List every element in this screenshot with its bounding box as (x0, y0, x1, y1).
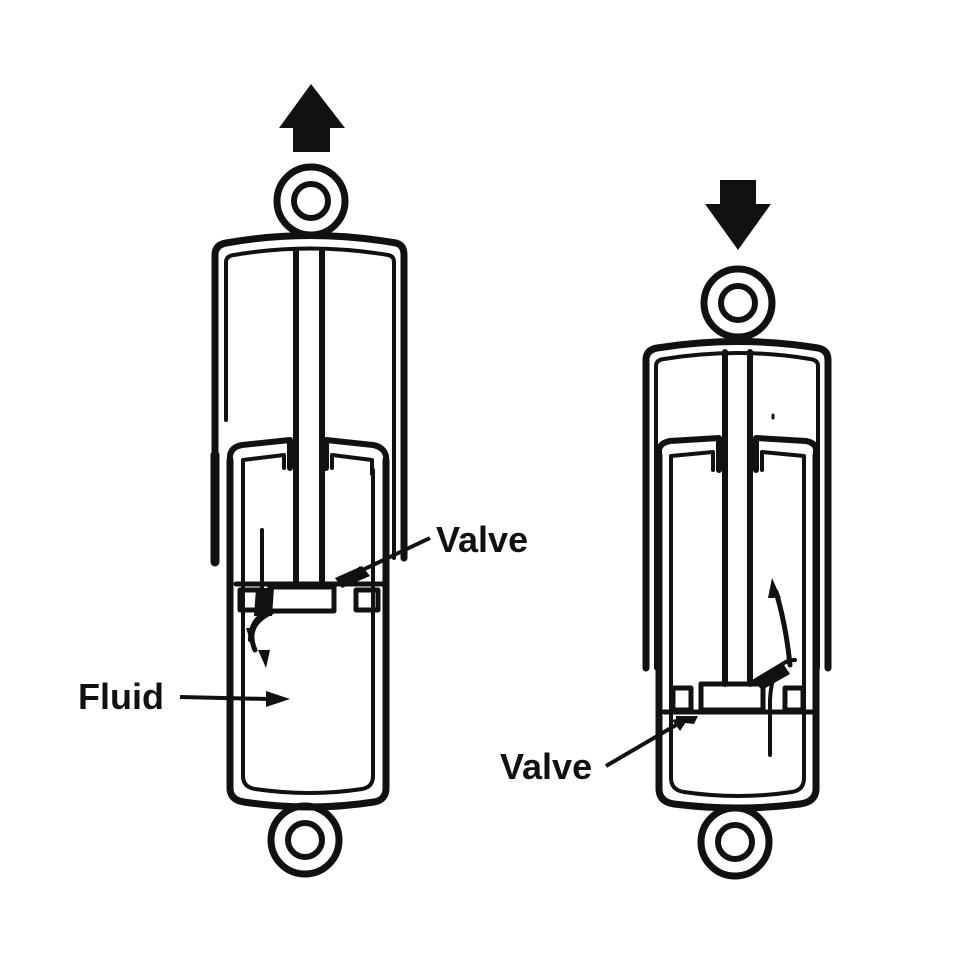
right-shock-absorber (642, 180, 832, 880)
fluid-leader (179, 695, 269, 701)
arrow-up-icon (279, 84, 345, 152)
outer-dust-cover (210, 232, 408, 567)
fluid-flow-arrows (246, 528, 275, 668)
right-leader-lines (604, 716, 690, 768)
pressure-cylinder-right (655, 435, 820, 812)
valve-label-left: Valve (436, 519, 528, 560)
left-leader-lines (179, 536, 431, 707)
valve-label-right: Valve (500, 746, 592, 787)
bottom-mounting-eye-right (697, 804, 773, 880)
outer-dust-cover-right (642, 338, 832, 672)
arrow-down-icon (705, 180, 771, 250)
bottom-mounting-eye (267, 802, 343, 878)
fluid-label: Fluid (78, 676, 164, 717)
valve-right-leader (604, 723, 678, 768)
piston-rod (293, 248, 325, 587)
fluid-flow-arrows-right (768, 413, 797, 757)
valve-left-leader (353, 536, 431, 576)
piston-right (661, 681, 815, 715)
top-mounting-eye-right (700, 265, 776, 341)
piston-rod-right (722, 349, 753, 687)
top-mounting-eye (273, 163, 349, 239)
left-shock-absorber (210, 84, 408, 878)
